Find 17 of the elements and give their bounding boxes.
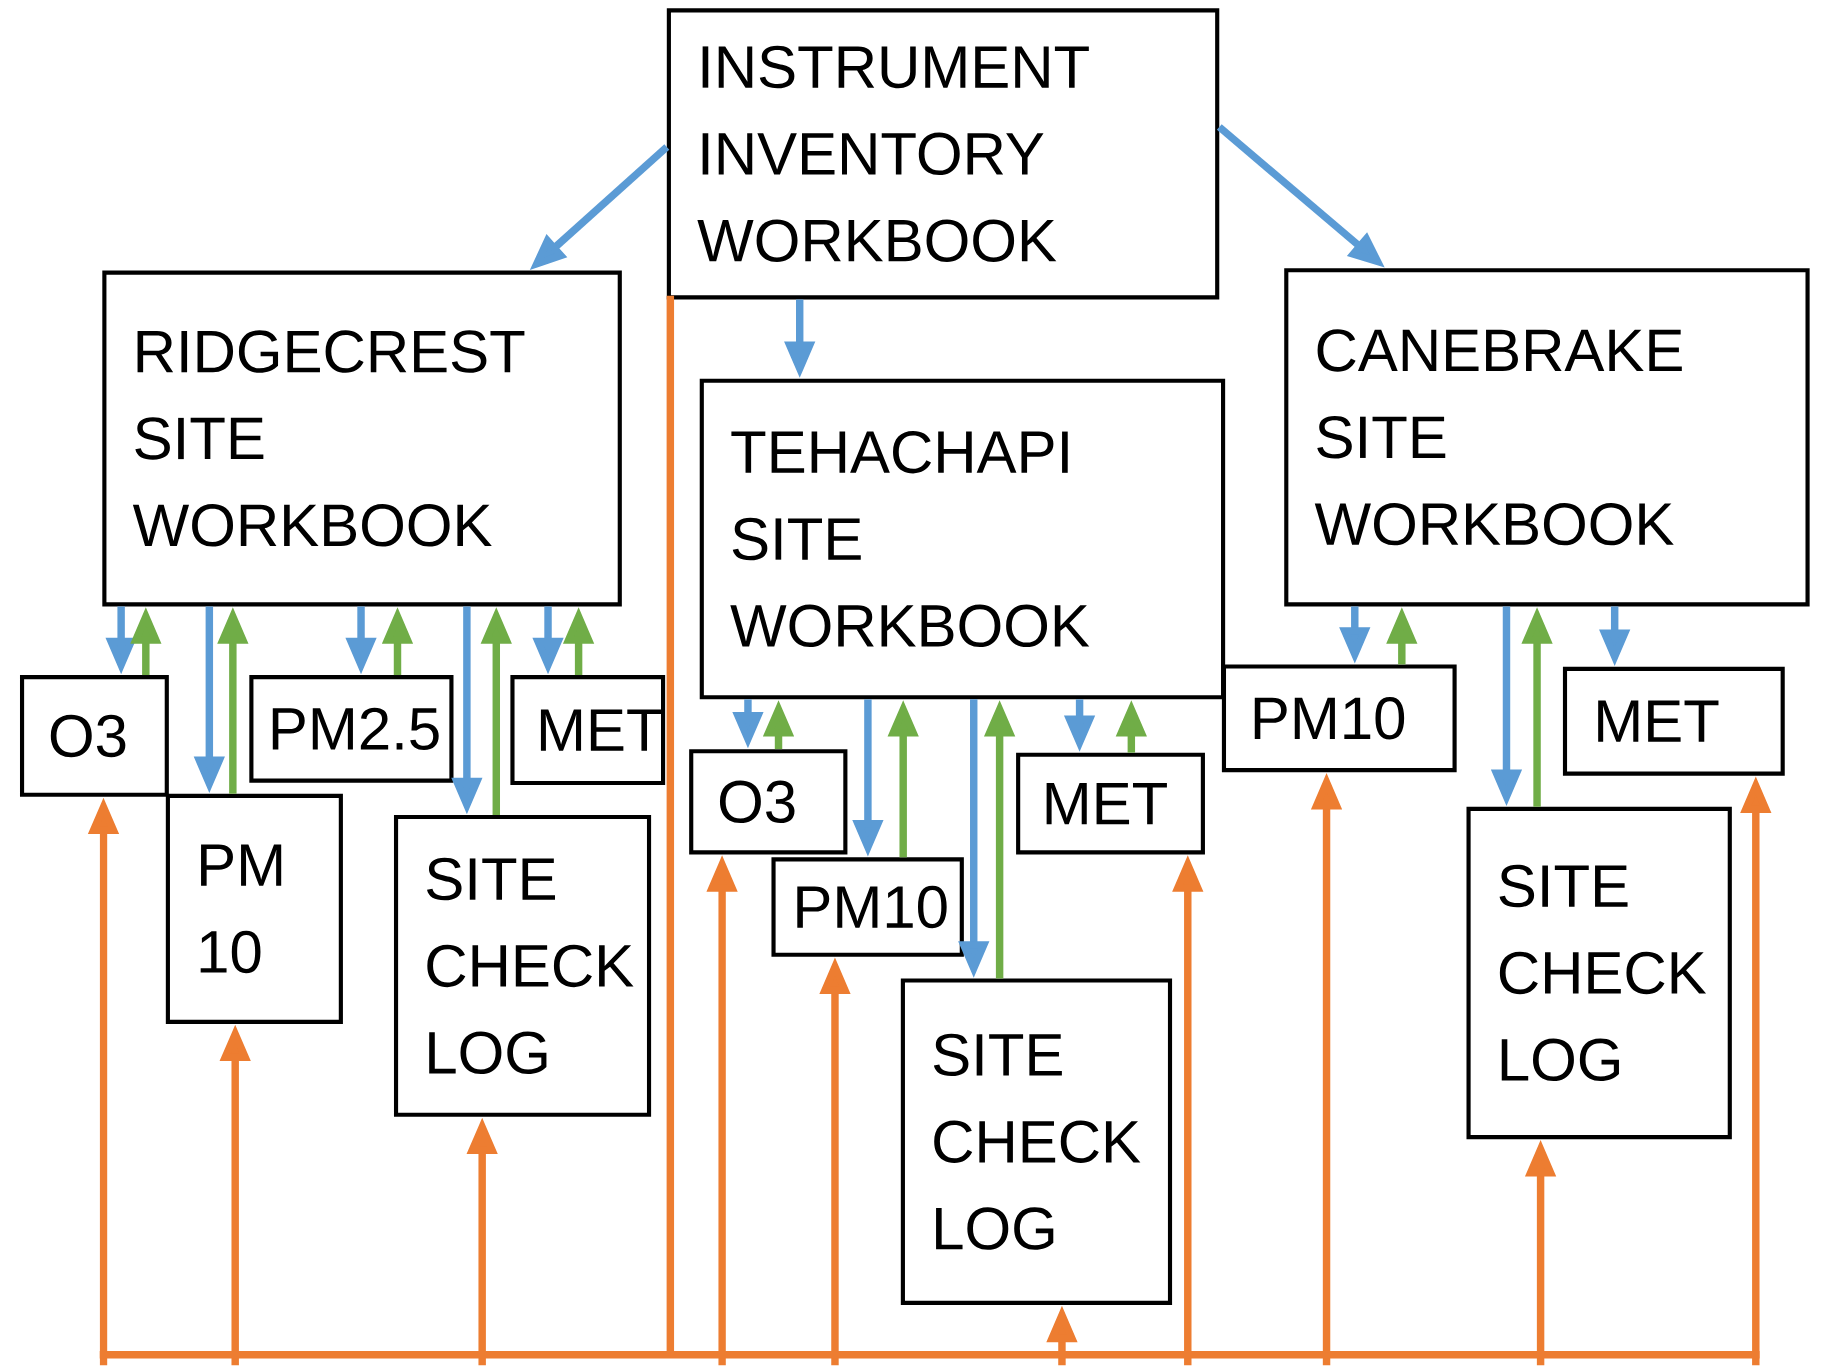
- instrument-box: PM 10: [165, 793, 343, 1025]
- workbook-box: TEHACHAPI SITE WORKBOOK: [699, 378, 1226, 700]
- log-box: SITE CHECK LOG: [900, 978, 1173, 1306]
- instrument-box: O3: [689, 749, 848, 855]
- instrument-box: MET: [1016, 752, 1205, 855]
- instrument-box: PM10: [1221, 664, 1457, 773]
- workbook-box: INSTRUMENT INVENTORY WORKBOOK: [666, 8, 1220, 300]
- log-box: SITE CHECK LOG: [1466, 806, 1732, 1140]
- log-box: SITE CHECK LOG: [393, 815, 652, 1117]
- instrument-box: PM10: [771, 857, 964, 957]
- instrument-box: PM2.5: [249, 675, 454, 783]
- workbook-box: RIDGECREST SITE WORKBOOK: [102, 270, 622, 607]
- instrument-box: MET: [510, 675, 666, 786]
- instrument-box: MET: [1562, 666, 1785, 776]
- workbook-box: CANEBRAKE SITE WORKBOOK: [1284, 268, 1810, 607]
- arrow-trunk: [99, 295, 1760, 1359]
- instrument-box: O3: [20, 675, 169, 797]
